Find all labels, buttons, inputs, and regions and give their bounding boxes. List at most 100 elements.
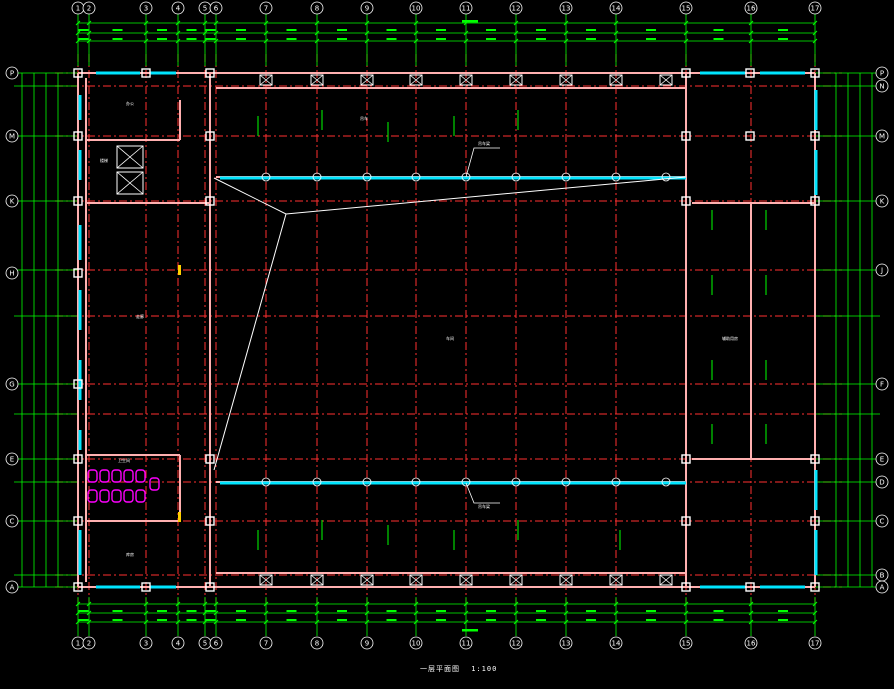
column-15 bbox=[205, 516, 215, 526]
rail-circle bbox=[561, 477, 571, 487]
bubble-top-3-label: 3 bbox=[144, 5, 148, 13]
dim-tick bbox=[463, 619, 469, 625]
dim-text-mark bbox=[778, 38, 788, 40]
rail-circle bbox=[461, 477, 471, 487]
dim-text-mark bbox=[586, 38, 596, 40]
dim-tick bbox=[812, 601, 818, 607]
windows bbox=[78, 71, 818, 589]
dim-tick bbox=[175, 38, 181, 44]
crane-column-1 bbox=[310, 574, 324, 586]
crane-column-4 bbox=[459, 574, 473, 586]
dim-text-mark bbox=[386, 610, 397, 612]
dim-tick bbox=[513, 30, 519, 36]
room-label-office: 办公 bbox=[126, 100, 134, 106]
crane-column-cross bbox=[459, 74, 473, 86]
rail-circle bbox=[261, 172, 271, 182]
crane-column-6 bbox=[559, 574, 573, 586]
dim-tick bbox=[812, 619, 818, 625]
bubble-right-N-label: N bbox=[879, 83, 884, 91]
dim-text-mark bbox=[778, 610, 788, 612]
dim-tick bbox=[213, 619, 219, 625]
dim-tick bbox=[413, 20, 419, 26]
dim-tick bbox=[748, 601, 754, 607]
dim-tick bbox=[748, 30, 754, 36]
dim-text-mark bbox=[436, 29, 446, 31]
column-28 bbox=[681, 582, 691, 592]
toilet-fixture-6 bbox=[99, 489, 110, 503]
grid-lines bbox=[55, 54, 842, 605]
bubble-right-P-label: P bbox=[880, 70, 884, 78]
bubble-right-A-label: A bbox=[880, 584, 885, 592]
bubble-right-A-circle bbox=[875, 580, 889, 594]
bubble-top-11-circle bbox=[459, 1, 473, 15]
dim-tick bbox=[75, 601, 81, 607]
dim-text-mark bbox=[646, 38, 656, 40]
dim-tick bbox=[263, 30, 269, 36]
rail-circle bbox=[611, 477, 621, 487]
dim-tick bbox=[213, 601, 219, 607]
dim-text-mark bbox=[286, 38, 297, 40]
dim-text-mark bbox=[157, 610, 167, 612]
dim-tick bbox=[175, 30, 181, 36]
crane-column-cross bbox=[409, 74, 423, 86]
crane-column-cross bbox=[409, 574, 423, 586]
dim-tick bbox=[563, 30, 569, 36]
dim-tick bbox=[263, 38, 269, 44]
dim-text-mark bbox=[236, 29, 246, 31]
dim-tick bbox=[563, 38, 569, 44]
bubble-bottom-11-label: 11 bbox=[462, 640, 471, 648]
bubble-bottom-3-circle bbox=[139, 636, 153, 650]
dim-tick bbox=[213, 20, 219, 26]
dim-text-mark bbox=[337, 610, 347, 612]
dim-tick bbox=[263, 619, 269, 625]
stair-diagonal bbox=[116, 145, 144, 169]
crane-column-cross bbox=[559, 574, 573, 586]
dim-text-mark bbox=[386, 29, 397, 31]
dim-tick bbox=[143, 38, 149, 44]
dim-tick bbox=[683, 20, 689, 26]
dim-tick bbox=[202, 20, 208, 26]
column-9 bbox=[73, 582, 83, 592]
dim-text-mark bbox=[78, 38, 89, 40]
dim-overall-mark bbox=[462, 20, 478, 23]
toilet-fixture-7 bbox=[111, 489, 122, 503]
crane-column-7 bbox=[609, 74, 623, 86]
toilet-fixture-2 bbox=[111, 469, 122, 483]
bubble-bottom-6-label: 6 bbox=[214, 640, 219, 648]
dim-tick bbox=[613, 20, 619, 26]
dim-tick bbox=[364, 610, 370, 616]
bubble-bottom-15-circle bbox=[679, 636, 693, 650]
dim-text-mark bbox=[205, 29, 216, 31]
room-label-toilet: 卫生间 bbox=[118, 457, 130, 463]
bubble-right-D-circle bbox=[875, 475, 889, 489]
column-23 bbox=[810, 196, 820, 206]
dim-text-mark bbox=[337, 38, 347, 40]
bubble-bottom-6-circle bbox=[209, 636, 223, 650]
dim-text-mark bbox=[778, 619, 788, 621]
dim-text-mark bbox=[646, 29, 656, 31]
column-22 bbox=[681, 196, 691, 206]
bubble-left-M-circle bbox=[5, 129, 19, 143]
crane-column-cross bbox=[659, 74, 673, 86]
column-25 bbox=[810, 454, 820, 464]
bubble-bottom-16-circle bbox=[744, 636, 758, 650]
dim-tick bbox=[812, 610, 818, 616]
crane-column-cross bbox=[559, 74, 573, 86]
rail-circle bbox=[611, 172, 621, 182]
rail-circle bbox=[261, 477, 271, 487]
bubble-top-10-circle bbox=[409, 1, 423, 15]
dim-text-mark bbox=[286, 619, 297, 621]
bubble-bottom-8-circle bbox=[310, 636, 324, 650]
bubble-top-16-label: 16 bbox=[747, 5, 756, 13]
toilet-fixture-8 bbox=[123, 489, 134, 503]
room-label-stair: 楼梯 bbox=[100, 157, 108, 163]
crane-column-0 bbox=[259, 574, 273, 586]
dim-text-mark bbox=[536, 610, 546, 612]
rail-circle bbox=[411, 477, 421, 487]
crane-column-cross bbox=[360, 74, 374, 86]
crane-column-2 bbox=[360, 74, 374, 86]
crane-column-5 bbox=[509, 74, 523, 86]
dim-text-mark bbox=[78, 619, 89, 621]
dim-tick bbox=[175, 601, 181, 607]
